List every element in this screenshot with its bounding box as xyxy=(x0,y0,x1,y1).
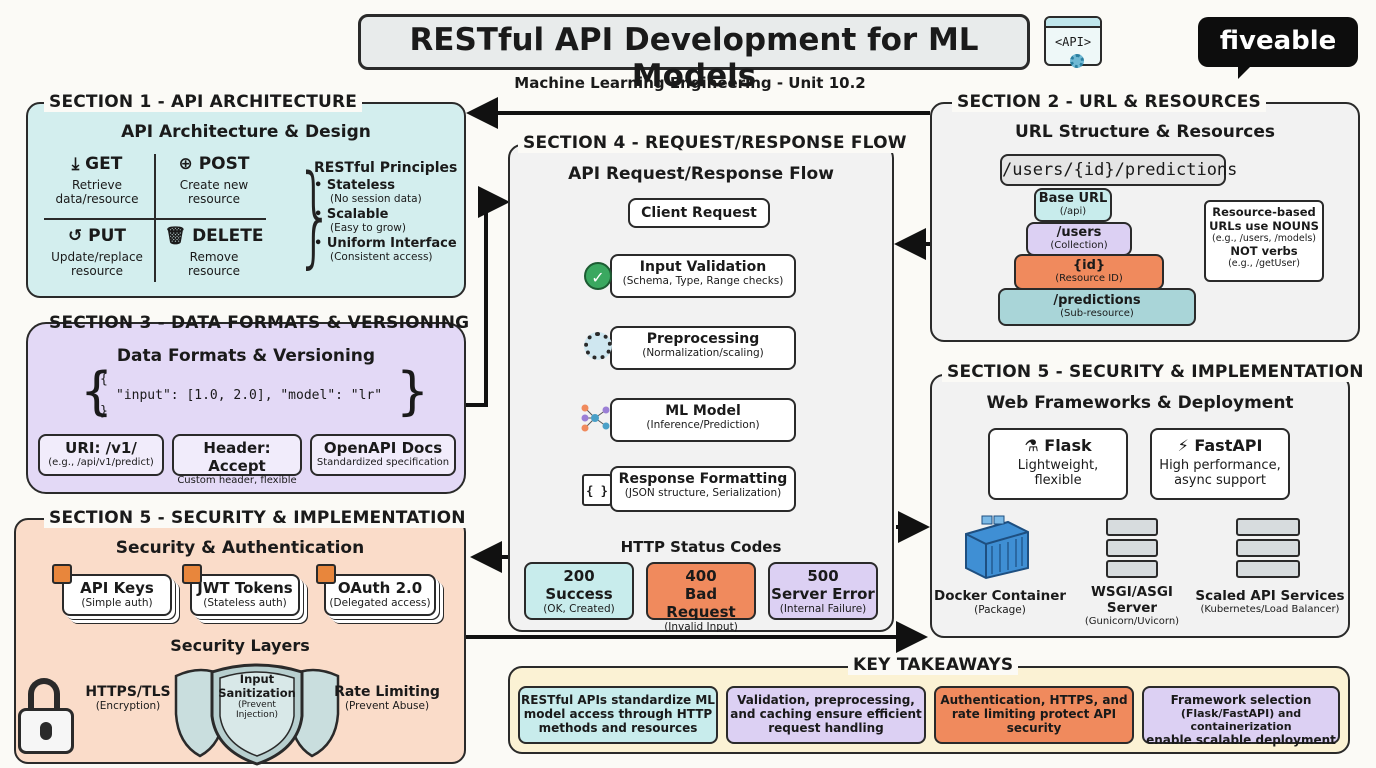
takeaway-1: RESTful APIs standardize ML model access… xyxy=(518,686,718,744)
auth-api-keys: API Keys (Simple auth) xyxy=(62,574,172,616)
brand-logo: fiveable xyxy=(1198,17,1358,79)
gear-icon xyxy=(1070,54,1084,68)
takeaway-4: Framework selection (Flask/FastAPI) and … xyxy=(1142,686,1340,747)
api-icon-label: <API> xyxy=(1054,35,1092,49)
flow-input-validation: Input Validation (Schema, Type, Range ch… xyxy=(610,254,796,298)
takeaways-heading: KEY TAKEAWAYS xyxy=(848,655,1019,675)
status-500: 500 Server Error (Internal Failure) xyxy=(768,562,878,620)
url-block-predictions: /predictions (Sub-resource) xyxy=(998,288,1196,326)
arrow-s3-to-s4 xyxy=(466,186,510,407)
page-subtitle: Machine Learning Engineering - Unit 10.2 xyxy=(514,74,866,92)
section5-right-title: Web Frameworks & Deployment xyxy=(986,393,1294,413)
layer-https: HTTPS/TLS (Encryption) xyxy=(85,684,171,712)
url-block-base: Base URL (/api) xyxy=(1034,188,1112,222)
method-post: ⊕ POST Create new resource xyxy=(178,154,250,206)
auth-oauth: OAuth 2.0 (Delegated access) xyxy=(324,574,436,616)
deploy-docker: Docker Container (Package) xyxy=(933,588,1067,616)
framework-flask: ⚗ Flask Lightweight, flexible xyxy=(988,428,1128,500)
flask-icon: ⚗ xyxy=(1024,436,1045,455)
lightning-icon: ⚡ xyxy=(1177,436,1195,455)
status-codes-title: HTTP Status Codes xyxy=(620,538,782,556)
url-block-users: /users (Collection) xyxy=(1026,222,1132,256)
security-layers-title: Security Layers xyxy=(170,636,310,655)
trash-icon: 🗑 xyxy=(164,226,193,246)
section2-title: URL Structure & Resources xyxy=(1014,122,1275,142)
url-note: Resource-based URLs use NOUNS (e.g., /us… xyxy=(1204,200,1324,282)
section4-panel xyxy=(508,144,894,632)
neural-network-icon xyxy=(581,404,610,432)
layer-input-sanitization: Input Sanitization (Prevent Injection) xyxy=(218,672,296,720)
url-example: /users/{id}/predictions xyxy=(1000,154,1237,186)
flow-preprocessing: Preprocessing (Normalization/scaling) xyxy=(610,326,796,370)
section5-left-title: Security & Authentication xyxy=(115,538,365,558)
lock-icon xyxy=(52,564,72,584)
refresh-icon: ↺ xyxy=(67,226,89,246)
section3-title: Data Formats & Versioning xyxy=(116,346,376,366)
method-put: ↺ PUT Update/replace resource xyxy=(51,226,143,278)
framework-fastapi: ⚡ FastAPI High performance, async suppor… xyxy=(1150,428,1290,500)
brand-name: fiveable xyxy=(1219,26,1337,56)
url-block-id: {id} (Resource ID) xyxy=(1014,254,1164,290)
section4-title: API Request/Response Flow xyxy=(568,164,834,184)
section4-heading: SECTION 4 - REQUEST/RESPONSE FLOW xyxy=(518,133,912,153)
json-body: "input": [1.0, 2.0], "model": "lr" xyxy=(116,388,383,403)
principles-brace: } xyxy=(295,151,335,279)
server-rack-icon xyxy=(1106,518,1158,580)
deploy-wsgi: WSGI/ASGI Server (Gunicorn/Uvicorn) xyxy=(1084,584,1180,627)
section2-heading: SECTION 2 - URL & RESOURCES xyxy=(952,92,1266,112)
version-card-header: Header: Accept Custom header, flexible xyxy=(172,434,302,486)
shield-icon xyxy=(174,663,340,766)
api-icon: <API> xyxy=(1044,16,1102,68)
flow-client-request: Client Request xyxy=(628,198,770,228)
takeaway-2: Validation, preprocessing, and caching e… xyxy=(726,686,926,744)
download-icon: ⤓ xyxy=(71,154,86,174)
section1-heading: SECTION 1 - API ARCHITECTURE xyxy=(44,92,363,112)
section1-title: API Architecture & Design xyxy=(121,122,371,142)
title-box xyxy=(358,14,1030,70)
method-grid: ⤓ GET Retrieve data/resource ⊕ POST Crea… xyxy=(40,150,272,286)
section5-right-heading: SECTION 5 - SECURITY & IMPLEMENTATION xyxy=(942,362,1369,382)
gear-icon xyxy=(584,332,612,360)
plus-circle-icon: ⊕ xyxy=(178,154,199,174)
status-200: 200 Success (OK, Created) xyxy=(524,562,634,620)
status-400: 400 Bad Request (Invalid Input) xyxy=(646,562,756,633)
method-delete: 🗑 DELETE Remove resource xyxy=(164,226,264,278)
flow-ml-model: ML Model (Inference/Prediction) xyxy=(610,398,796,442)
page-title: RESTful API Development for ML Models xyxy=(409,22,979,94)
auth-jwt: JWT Tokens (Stateless auth) xyxy=(190,574,300,616)
method-get: ⤓ GET Retrieve data/resource xyxy=(55,154,139,206)
check-icon: ✓ xyxy=(584,262,612,290)
flow-response-formatting: Response Formatting (JSON structure, Ser… xyxy=(610,466,796,512)
version-card-uri: URI: /v1/ (e.g., /api/v1/predict) xyxy=(38,434,164,476)
deploy-scaled: Scaled API Services (Kubernetes/Load Bal… xyxy=(1195,588,1345,615)
lock-icon xyxy=(316,564,336,584)
server-rack-icon xyxy=(1236,518,1300,580)
version-card-openapi: OpenAPI Docs Standardized specification xyxy=(310,434,456,476)
section5-left-heading: SECTION 5 - SECURITY & IMPLEMENTATION xyxy=(44,508,471,528)
section5-right-panel xyxy=(930,374,1350,638)
takeaway-3: Authentication, HTTPS, and rate limiting… xyxy=(934,686,1134,744)
json-file-icon: { } xyxy=(582,474,612,506)
json-example: { } { "input": [1.0, 2.0], "model": "lr"… xyxy=(80,362,430,422)
principles-list: RESTful Principles • Stateless (No sessi… xyxy=(314,160,458,263)
section3-heading: SECTION 3 - DATA FORMATS & VERSIONING xyxy=(49,313,470,333)
section1-panel xyxy=(26,102,466,298)
padlock-icon xyxy=(18,678,74,756)
layer-rate-limiting: Rate Limiting (Prevent Abuse) xyxy=(334,684,440,712)
lock-icon xyxy=(182,564,202,584)
docker-container-icon xyxy=(965,515,1029,580)
